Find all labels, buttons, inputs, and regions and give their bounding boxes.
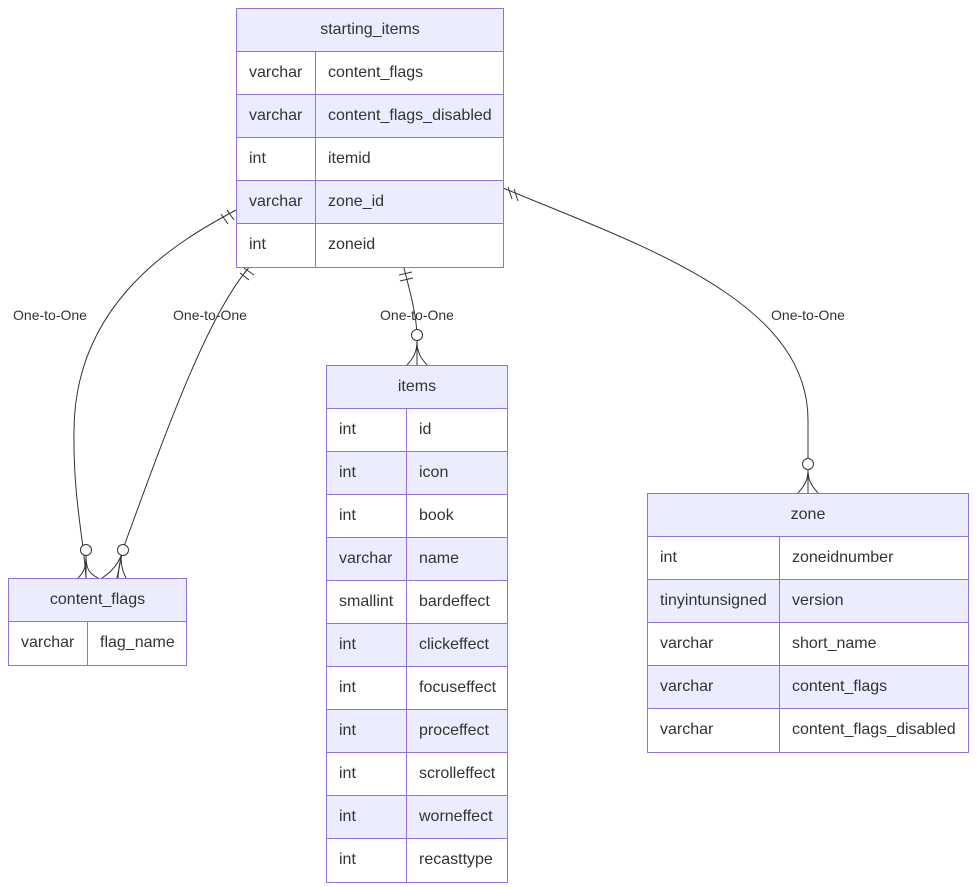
- attribute-row: varchar content_flags: [237, 52, 503, 95]
- attribute-type: tinyintunsigned: [648, 580, 780, 622]
- attribute-row: varchar zone_id: [237, 181, 503, 224]
- relationship-label-1: One-to-One: [13, 307, 87, 323]
- entity-title: items: [327, 366, 507, 409]
- attribute-type: int: [327, 409, 407, 451]
- attribute-row: int proceffect: [327, 710, 507, 753]
- attribute-name: id: [419, 421, 432, 438]
- attribute-row: varchar content_flags_disabled: [237, 95, 503, 138]
- one-marker-4: [507, 186, 519, 202]
- attribute-name: short_name: [792, 635, 877, 652]
- entity-items: items int id int icon int book varchar n…: [326, 365, 508, 883]
- attribute-row: tinyintunsigned version: [648, 580, 968, 623]
- relationship-label-4: One-to-One: [771, 307, 845, 323]
- attribute-type: int: [327, 753, 407, 795]
- attribute-row: int worneffect: [327, 796, 507, 839]
- entity-starting-items: starting_items varchar content_flags var…: [236, 8, 504, 268]
- relationship-label-2: One-to-One: [173, 307, 247, 323]
- attribute-type: int: [648, 537, 780, 579]
- entity-title: content_flags: [9, 579, 186, 622]
- many-marker-items: [406, 329, 428, 366]
- one-marker-1: [220, 209, 235, 225]
- attribute-name: content_flags: [328, 64, 424, 81]
- relationship-line-1: [73, 209, 237, 579]
- attribute-name: content_flags: [792, 678, 888, 695]
- attribute-row: int clickeffect: [327, 624, 507, 667]
- attribute-name: name: [419, 550, 460, 567]
- attribute-type: int: [327, 667, 407, 709]
- attribute-row: smallint bardeffect: [327, 581, 507, 624]
- attribute-type: int: [327, 624, 407, 666]
- attribute-type: varchar: [648, 666, 780, 708]
- attribute-name: zoneidnumber: [792, 549, 894, 566]
- attribute-row: int book: [327, 495, 507, 538]
- attribute-name: bardeffect: [419, 593, 490, 610]
- attribute-row: varchar content_flags: [648, 666, 968, 709]
- attribute-name: content_flags_disabled: [328, 107, 492, 124]
- attribute-row: int recasttype: [327, 839, 507, 882]
- attribute-row: varchar flag_name: [9, 622, 186, 665]
- attribute-type: varchar: [237, 95, 316, 137]
- many-marker-zone: [797, 458, 819, 494]
- many-marker-content-flags-1: [77, 544, 99, 579]
- attribute-name: scrolleffect: [419, 765, 496, 782]
- attribute-name: proceffect: [419, 722, 489, 739]
- attribute-name: content_flags_disabled: [792, 721, 956, 738]
- attribute-name: icon: [419, 464, 449, 481]
- one-marker-3: [398, 271, 414, 282]
- attribute-type: varchar: [9, 622, 88, 665]
- attribute-name: focuseffect: [419, 679, 497, 696]
- attribute-name: worneffect: [419, 808, 493, 825]
- attribute-row: int icon: [327, 452, 507, 495]
- attribute-type: smallint: [327, 581, 407, 623]
- attribute-type: int: [327, 495, 407, 537]
- many-marker-content-flags-2: [101, 544, 129, 579]
- attribute-type: int: [237, 138, 316, 180]
- attribute-name: version: [792, 592, 844, 609]
- attribute-type: int: [327, 452, 407, 494]
- attribute-row: int id: [327, 409, 507, 452]
- attribute-type: varchar: [648, 709, 780, 752]
- attribute-row: int scrolleffect: [327, 753, 507, 796]
- attribute-type: int: [327, 710, 407, 752]
- relationship-line-4: [502, 187, 809, 493]
- attribute-name: zoneid: [328, 236, 376, 253]
- attribute-type: varchar: [237, 181, 316, 223]
- attribute-type: varchar: [327, 538, 407, 580]
- attribute-row: varchar short_name: [648, 623, 968, 666]
- attribute-type: varchar: [237, 52, 316, 94]
- attribute-row: int itemid: [237, 138, 503, 181]
- entity-zone: zone int zoneidnumber tinyintunsigned ve…: [647, 493, 969, 753]
- attribute-type: varchar: [648, 623, 780, 665]
- entity-title: zone: [648, 494, 968, 537]
- attribute-name: itemid: [328, 150, 371, 167]
- attribute-row: int zoneid: [237, 224, 503, 267]
- attribute-name: recasttype: [419, 851, 493, 868]
- relationship-line-2: [116, 263, 253, 579]
- attribute-row: int zoneidnumber: [648, 537, 968, 580]
- attribute-row: varchar name: [327, 538, 507, 581]
- attribute-name: flag_name: [100, 634, 175, 651]
- attribute-type: int: [327, 839, 407, 882]
- attribute-type: int: [237, 224, 316, 267]
- attribute-name: book: [419, 507, 454, 524]
- relationship-label-3: One-to-One: [380, 307, 454, 323]
- entity-title: starting_items: [237, 9, 503, 52]
- attribute-type: int: [327, 796, 407, 838]
- one-marker-2: [239, 267, 255, 281]
- attribute-name: zone_id: [328, 193, 385, 210]
- attribute-row: int focuseffect: [327, 667, 507, 710]
- attribute-row: varchar content_flags_disabled: [648, 709, 968, 752]
- attribute-name: clickeffect: [419, 636, 489, 653]
- entity-content-flags: content_flags varchar flag_name: [8, 578, 187, 666]
